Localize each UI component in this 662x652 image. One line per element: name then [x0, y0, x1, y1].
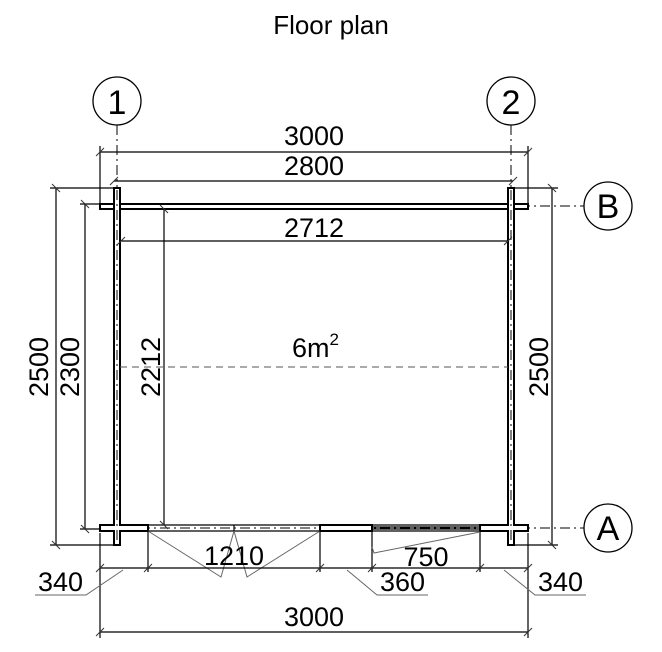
svg-text:3000: 3000 [284, 602, 344, 632]
room-area: 6m2 [292, 330, 339, 363]
dim-top-inner: 2712 [116, 213, 513, 246]
svg-text:2300: 2300 [55, 337, 85, 397]
svg-text:340: 340 [538, 567, 583, 597]
svg-text:360: 360 [380, 567, 425, 597]
window [372, 524, 480, 532]
svg-text:2712: 2712 [284, 213, 344, 243]
svg-text:750: 750 [403, 542, 448, 572]
svg-text:3000: 3000 [284, 121, 344, 151]
drawing-title: Floor plan [273, 10, 389, 40]
double-door [147, 524, 321, 578]
svg-text:340: 340 [38, 567, 83, 597]
dim-left-inner: 2212 [136, 204, 169, 530]
dim-right-overall: 2500 [515, 183, 558, 550]
axis-label-1: 1 [108, 84, 127, 122]
svg-text:2500: 2500 [24, 337, 54, 397]
wall-bottom-middle [319, 524, 373, 532]
svg-text:2800: 2800 [284, 151, 344, 181]
axis-label-2: 2 [502, 84, 521, 122]
dim-bottom-overall: 3000 [95, 602, 533, 637]
svg-text:2212: 2212 [136, 337, 166, 397]
wall-top [99, 203, 529, 210]
wall-bottom-left [99, 524, 149, 532]
svg-text:1210: 1210 [204, 541, 264, 571]
svg-text:2500: 2500 [524, 337, 554, 397]
grid-axis-A: A [100, 503, 633, 553]
axis-label-B: B [597, 188, 620, 226]
axis-label-A: A [597, 510, 620, 548]
dim-top-axis: 2800 [109, 151, 518, 186]
walls [99, 187, 529, 546]
dim-bottom-segments: 340 1210 360 750 340 [35, 531, 586, 638]
dim-top-overall: 3000 [95, 121, 533, 203]
dim-left-axis: 2300 [55, 199, 99, 534]
wall-bottom-right [479, 524, 529, 532]
dim-left-overall: 2500 [24, 183, 113, 550]
